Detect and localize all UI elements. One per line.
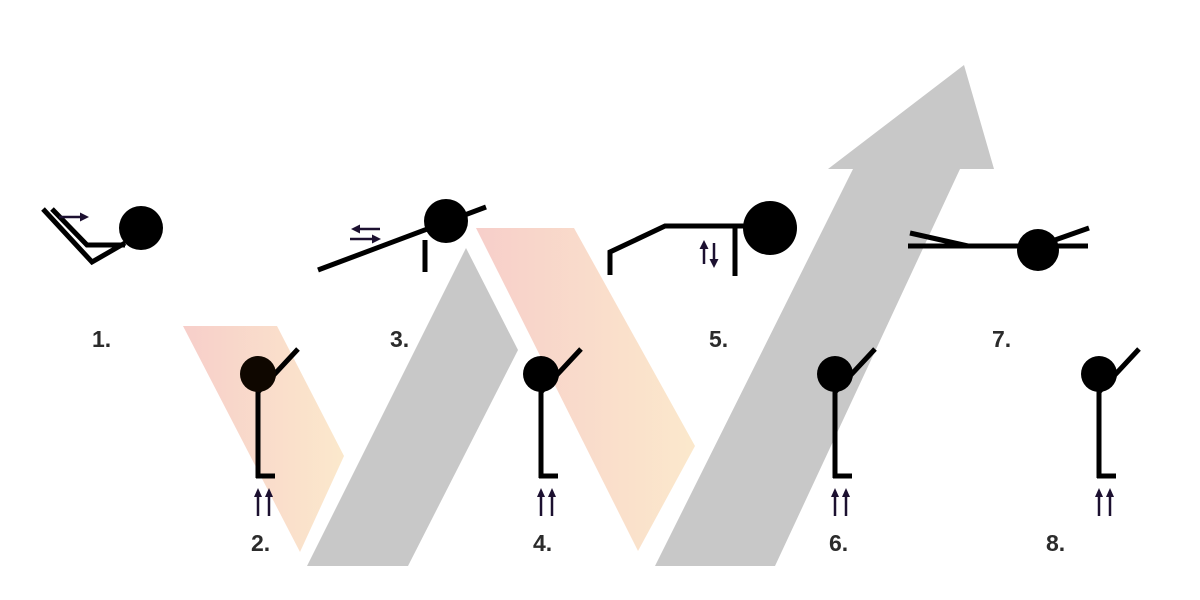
double-up-arrows-icon <box>254 488 273 516</box>
figure-step-2 <box>240 347 300 516</box>
figure-step-8 <box>1081 347 1141 516</box>
right-arrow-icon <box>59 212 89 222</box>
up-down-arrows-icon <box>699 240 719 268</box>
left-right-arrows-icon <box>350 224 381 244</box>
figure-step-5 <box>607 201 797 276</box>
transition-band-left <box>183 326 344 552</box>
step-label-2: 2. <box>251 530 270 556</box>
step-label-4: 4. <box>533 530 552 556</box>
double-up-arrows-icon <box>831 488 850 516</box>
double-up-arrows-icon <box>1095 488 1114 516</box>
step-label-7: 7. <box>992 326 1011 352</box>
figure-step-6 <box>817 347 877 516</box>
transition-band-middle <box>476 228 695 551</box>
step-label-5: 5. <box>709 326 728 352</box>
double-up-arrows-icon <box>537 488 556 516</box>
gray-rising-arrow <box>655 65 994 566</box>
figure-step-4 <box>523 347 583 516</box>
gray-zigzag-arrow-left <box>307 248 518 566</box>
figure-step-3 <box>317 199 487 273</box>
step-label-8: 8. <box>1046 530 1065 556</box>
step-label-1: 1. <box>92 326 111 352</box>
figure-step-1 <box>41 206 163 266</box>
step-label-3: 3. <box>390 326 409 352</box>
step-label-6: 6. <box>829 530 848 556</box>
figure-step-7 <box>908 225 1090 271</box>
